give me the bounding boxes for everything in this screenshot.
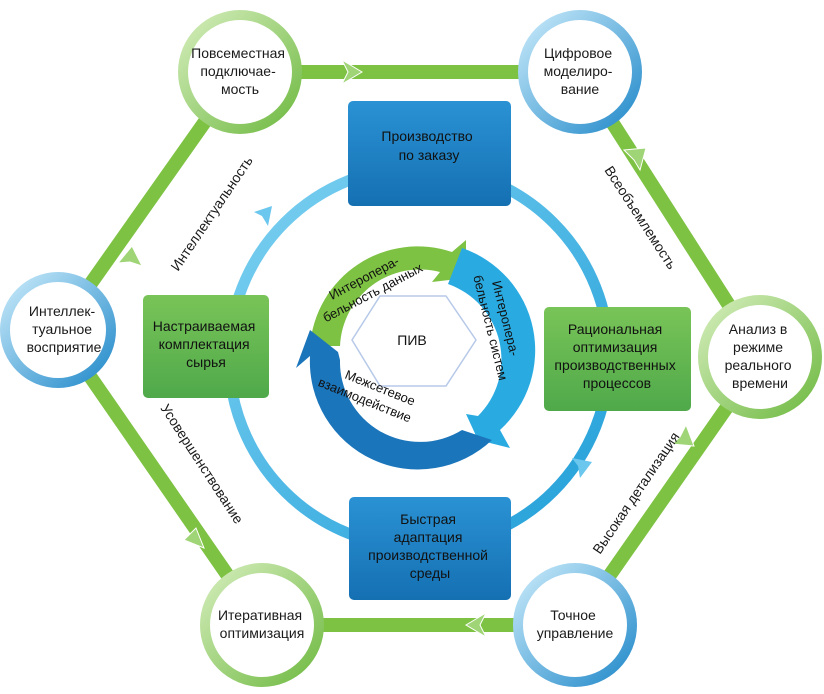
- node-iterative-optimization: Итеративная оптимизация: [200, 563, 324, 687]
- box-bottom-text: Быстрая адаптация производственной среды: [368, 511, 492, 581]
- node-digital-modeling: Цифровое моделиро- вание: [518, 10, 642, 134]
- segment-network-interaction: [296, 330, 492, 470]
- node-face: [528, 20, 632, 124]
- ring-arrow-top-left-icon: [254, 206, 272, 226]
- arrow-right-icon: [340, 58, 363, 86]
- box-left-bg: [143, 295, 269, 398]
- arrow-up-left-icon: [183, 527, 205, 549]
- inner-box-top: Производство по заказу: [348, 101, 511, 206]
- node-precise-control: Точное управление: [513, 563, 637, 687]
- node-face: [708, 305, 812, 409]
- node-realtime-analysis: Анализ в режиме реального времени: [698, 295, 822, 419]
- box-right-bg: [544, 307, 691, 411]
- node-face: [188, 20, 292, 124]
- ring-arrow-bottom-right-icon: [572, 458, 592, 478]
- segment-systems-interoperability: [448, 248, 536, 448]
- arrow-up-right-icon: [116, 245, 143, 267]
- box-bottom-bg: [349, 497, 511, 600]
- node-text: Анализ в режиме реального времени: [725, 321, 796, 391]
- outer-arrows: [116, 58, 695, 639]
- center-hexagon: [351, 295, 477, 387]
- box-right-text: Рациональная оптимизация производственны…: [554, 321, 679, 391]
- node-text: Точное управление: [537, 607, 614, 641]
- node-text: Цифровое моделиро- вание: [544, 45, 617, 97]
- box-left-text: Настраиваемая комплектация сырья: [153, 318, 259, 370]
- node-intelligent-perception: Интеллек- туальное восприятие: [0, 272, 116, 388]
- node-text: Повсеместная подключае- мость: [191, 45, 289, 97]
- node-ubiquitous-connectivity: Повсеместная подключае- мость: [178, 10, 302, 134]
- arrow-left-icon: [465, 611, 488, 639]
- box-top-bg: [348, 101, 511, 206]
- center-cycle: ПИВ Интеропера- бельность данных Интероп…: [296, 240, 536, 470]
- edge-label-left-lower: Усовершенствование: [157, 401, 246, 527]
- segment-data-interoperability: [310, 240, 466, 346]
- node-text: Итеративная оптимизация: [218, 607, 306, 641]
- arrow-down-right-icon: [622, 147, 647, 172]
- inner-box-left: Настраиваемая комплектация сырья: [143, 295, 269, 398]
- inner-box-bottom: Быстрая адаптация производственной среды: [349, 497, 511, 600]
- node-face: [10, 282, 106, 378]
- box-top-text: Производство по заказу: [381, 128, 476, 163]
- center-label: ПИВ: [397, 332, 426, 348]
- inner-ring-arrows: [254, 206, 592, 478]
- node-face: [210, 573, 314, 677]
- edge-label-left-upper: Интеллектуальность: [167, 153, 256, 274]
- node-face: [523, 573, 627, 677]
- arrow-down-left-icon: [670, 423, 695, 447]
- node-text: Интеллек- туальное восприятие: [27, 303, 102, 355]
- inner-box-right: Рациональная оптимизация производственны…: [544, 307, 691, 411]
